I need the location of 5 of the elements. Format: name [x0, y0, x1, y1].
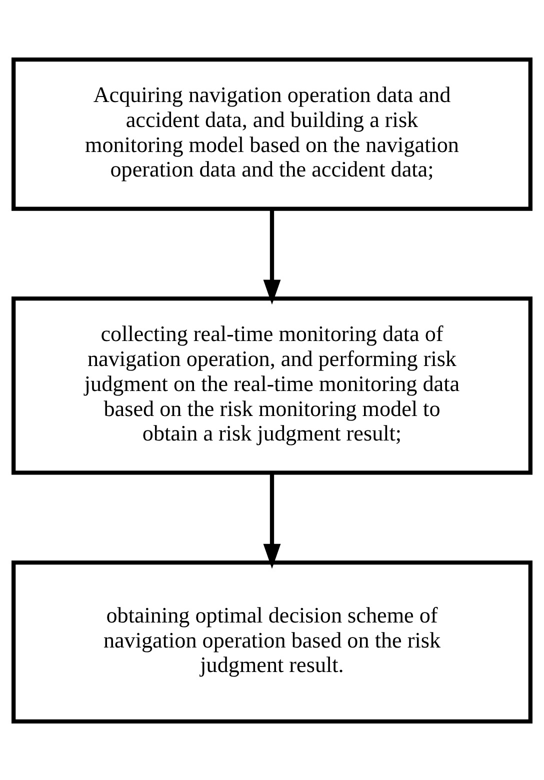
- node-box: obtaining optimal decision scheme of navigation operation based on the risk judgment result.: [12, 560, 532, 724]
- node-box: Acquiring navigation operation data and accident data, and building a risk monitoring model based on the navigation operation data and the accident data;: [12, 56, 532, 210]
- node-box: collecting real-time monitoring data of navigation operation, and performing risk judgment on the real-time monitoring data based on the risk monitoring model to obtain a risk judgment result;: [12, 296, 532, 474]
- arrow: [263, 472, 281, 568]
- arrow: [263, 208, 281, 304]
